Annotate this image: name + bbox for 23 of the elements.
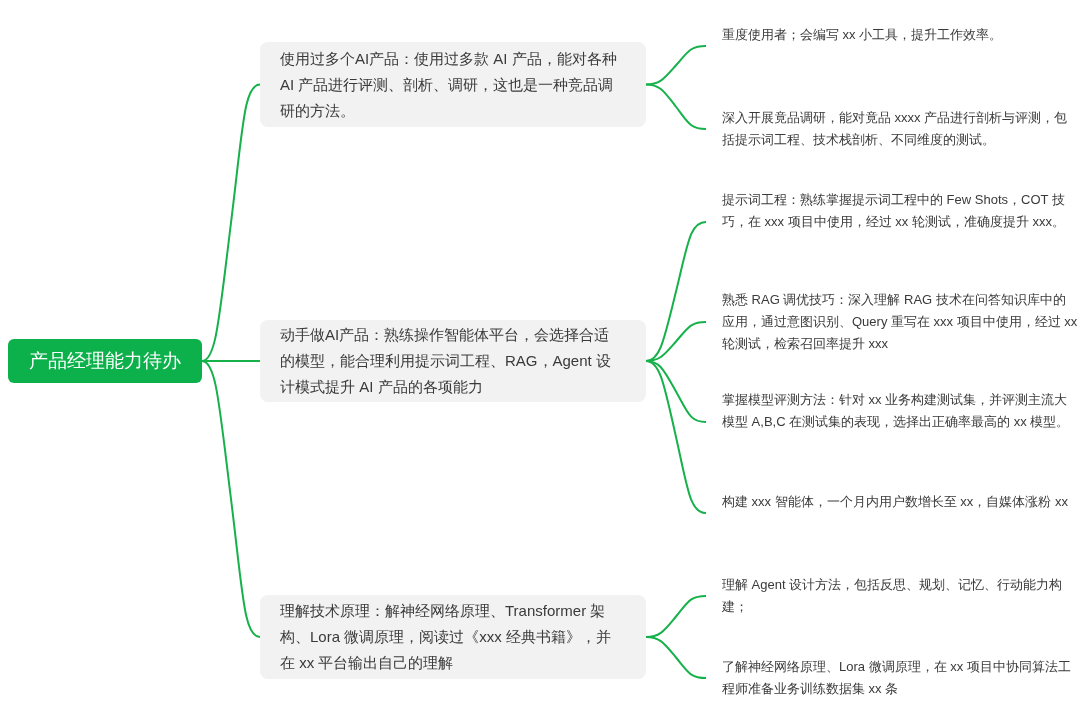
topic-box — [260, 595, 646, 679]
connector-line — [645, 360, 707, 514]
connector-line — [201, 83, 261, 362]
note-text: 构建 xxx 智能体，一个月内用户数增长至 xx，自媒体涨粉 xx — [722, 494, 1068, 509]
connector-line — [645, 83, 707, 130]
connector-line — [645, 45, 707, 86]
root-box — [8, 339, 202, 383]
note-text: 提示词工程：熟练掌握提示词工程中的 Few Shots，COT 技巧，在 xxx 项目中使用，经过 xx 轮测试，准确度提升 xxx。 — [722, 192, 1066, 229]
connector-line — [201, 360, 261, 638]
connector-line — [645, 636, 707, 679]
topic-box — [260, 320, 646, 402]
topic-text: 理解技术原理：解神经网络原理、Transformer 架构、Lora 微调原理，阅读过《xxx 经典书籍》，并在 xx 平台输出自己的理解 — [280, 601, 612, 673]
note-text: 重度使用者；会编写 xx 小工具，提升工作效率。 — [722, 27, 1003, 42]
note-text: 熟悉 RAG 调优技巧：深入理解 RAG 技术在问答知识库中的应用，通过意图识别、Query 重写在 xxx 项目中使用，经过 xx 轮测试，检索召回率提升 xxx — [722, 292, 1078, 351]
topic-text: 使用过多个AI产品：使用过多款 AI 产品，能对各种 AI 产品进行评测、剖析、调研，这也是一种竞品调研的方法。 — [280, 48, 618, 121]
topic-box — [260, 42, 646, 127]
root-title: 产品经理能力待办 — [29, 349, 181, 373]
connector-line — [645, 221, 707, 362]
topic-text: 动手做AI产品：熟练操作智能体平台，会选择合适的模型，能合理利用提示词工程、RAG，Agent 设计模式提升 AI 产品的各项能力 — [280, 325, 612, 397]
note-text: 了解神经网络原理、Lora 微调原理，在 xx 项目中协同算法工程师准备业务训练数据集 xx 条 — [722, 659, 1071, 696]
note-text: 掌握模型评测方法：针对 xx 业务构建测试集，并评测主流大模型 A,B,C 在测试集的表现，选择出正确率最高的 xx 模型。 — [722, 392, 1070, 429]
note-text: 深入开展竟品调研，能对竟品 xxxx 产品进行剖析与评测，包括提示词工程、技术栈剖析、不同维度的测试。 — [722, 110, 1068, 147]
note-text: 理解 Agent 设计方法，包括反思、规划、记忆、行动能力构建； — [722, 577, 1063, 614]
